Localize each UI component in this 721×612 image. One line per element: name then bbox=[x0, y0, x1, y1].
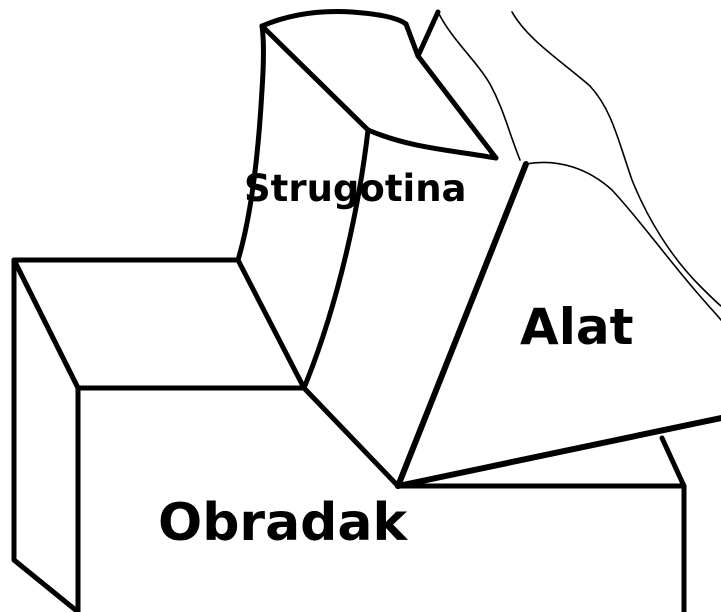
chip-edge-top-to-mid bbox=[259, 23, 371, 133]
tool-rake-face-edge bbox=[395, 161, 529, 489]
tool-outline-curve bbox=[525, 161, 721, 321]
chip-outer-left-edge bbox=[235, 23, 266, 263]
workpiece-label: Obradak bbox=[158, 493, 408, 553]
tool: Alat bbox=[395, 11, 721, 489]
chip-right-edge bbox=[403, 21, 499, 161]
chip: Strugotina bbox=[235, 9, 499, 391]
chip-label: Strugotina bbox=[244, 167, 467, 210]
workpiece-left-face bbox=[11, 257, 81, 612]
tool-middle-curve bbox=[437, 11, 521, 161]
workpiece-right-edge bbox=[659, 435, 687, 489]
chip-top-edge bbox=[259, 9, 409, 29]
chip-mid-ridge bbox=[301, 127, 371, 391]
tool-back-curve bbox=[511, 11, 721, 307]
chip-tear-line bbox=[415, 9, 441, 59]
chip-inner-curve bbox=[365, 127, 499, 161]
tool-label: Alat bbox=[520, 298, 633, 356]
tool-flank-face-edge bbox=[395, 415, 721, 489]
